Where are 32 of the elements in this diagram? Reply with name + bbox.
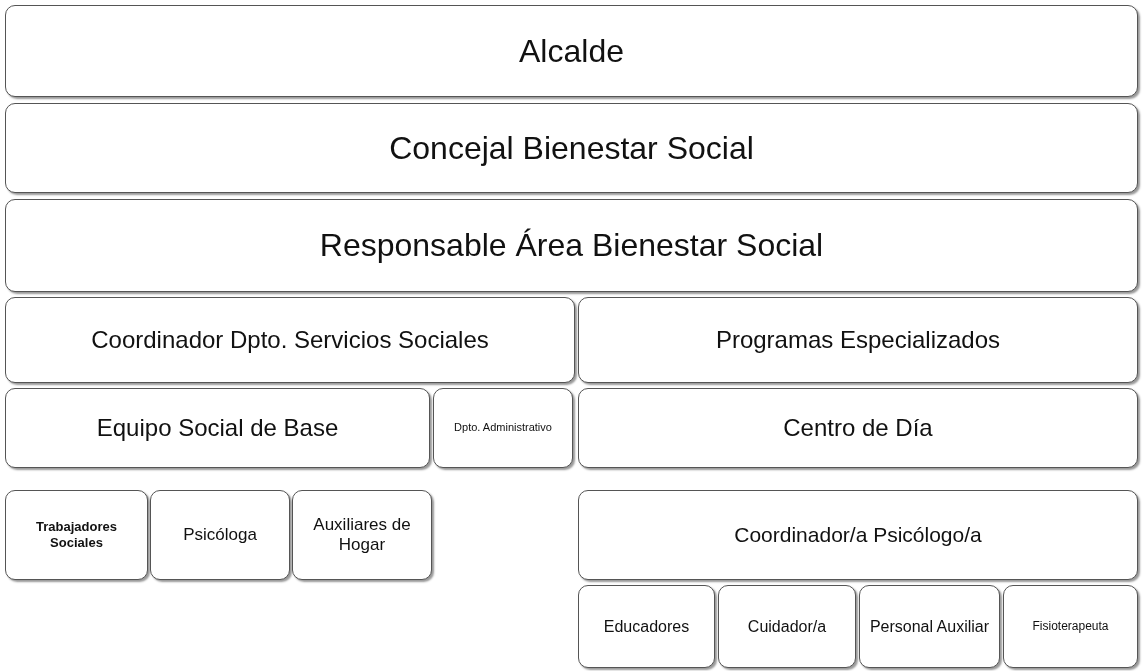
org-box [578,297,1138,383]
role-title: Educadores [603,616,690,637]
org-box [150,490,290,580]
role-title: Programas Especializados [715,325,1001,355]
role-title: Equipo Social de Base [96,413,339,443]
org-box [578,585,715,668]
org-box [5,490,148,580]
org-box [5,388,430,468]
org-box [1003,585,1138,668]
role-title: Personal Auxiliar [869,616,990,637]
role-title: Fisioterapeuta [1032,619,1109,634]
org-box [578,490,1138,580]
role-title: Concejal Bienestar Social [389,128,754,168]
role-title: Alcalde [519,31,624,71]
role-title: Psicóloga [183,524,257,546]
org-box [292,490,432,580]
org-box [578,388,1138,468]
org-box [433,388,573,468]
role-title: Trabajadores Sociales [35,519,118,551]
role-title: Auxiliares de Hogar [312,514,412,556]
role-title: Responsable Área Bienestar Social [319,226,824,265]
role-title: Dpto. Administrativo [454,421,552,435]
role-title: Centro de Día [783,413,933,443]
role-title: Coordinador/a Psicólogo/a [734,522,982,548]
org-box [5,5,1138,97]
org-box [718,585,856,668]
org-box [5,103,1138,193]
org-box [859,585,1000,668]
role-title: Coordinador Dpto. Servicios Sociales [91,325,489,355]
role-title: Cuidador/a [747,616,827,637]
org-box [5,297,575,383]
org-box [5,199,1138,292]
